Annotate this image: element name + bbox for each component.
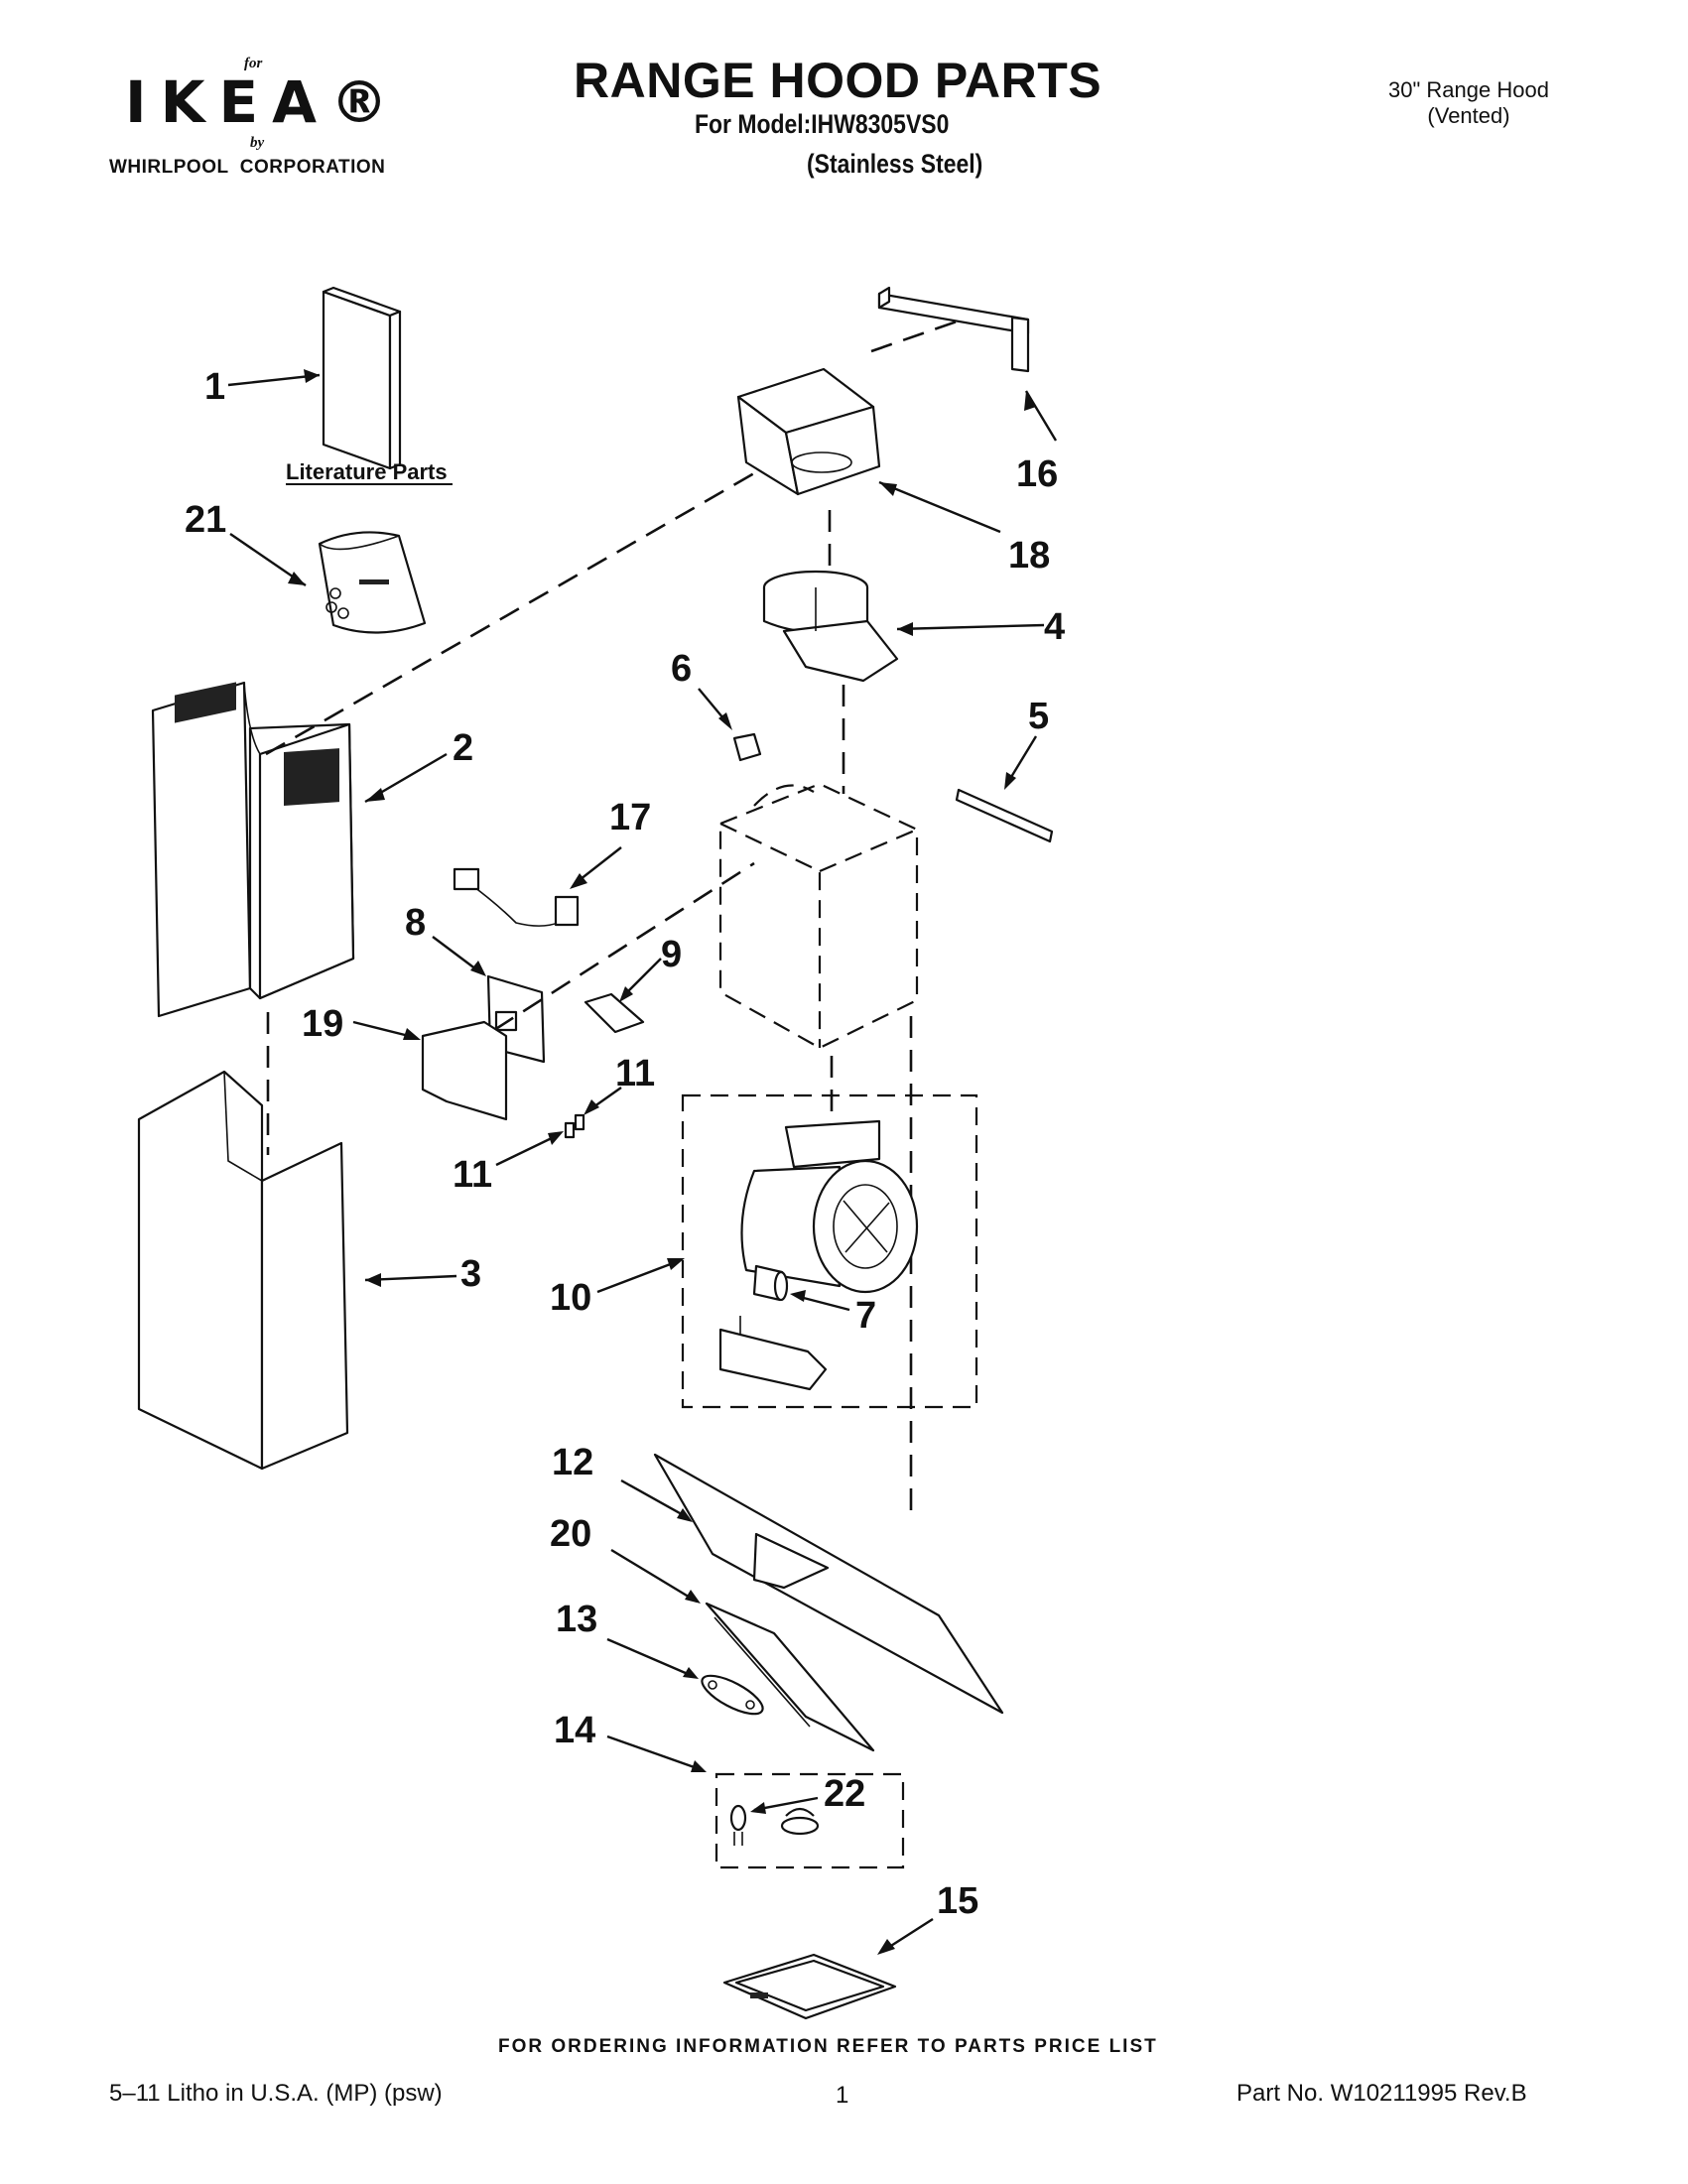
part-1-literature (322, 286, 402, 470)
whirlpool-corporation-text: WHIRLPOOL CORPORATION (109, 157, 386, 178)
callout-14: 14 (554, 1710, 595, 1751)
part-10-blower-bracket (718, 1316, 828, 1391)
leader-20 (610, 1548, 698, 1604)
part-19-control-cover (421, 1020, 508, 1121)
callout-19: 19 (302, 1003, 343, 1045)
hood-size: 30" Range Hood (1388, 77, 1549, 102)
leader-12 (620, 1478, 690, 1520)
callout-16: 16 (1016, 453, 1058, 495)
part-18-duct-transition-box (736, 367, 881, 496)
part-12-bottom-panel (653, 1453, 1004, 1715)
callout-7: 7 (855, 1295, 876, 1337)
callout-17: 17 (609, 797, 651, 838)
part-7-capacitor (752, 1264, 789, 1302)
part-3-lower-duct-cover (137, 1070, 349, 1471)
page-title: RANGE HOOD PARTS (574, 53, 1103, 108)
model-number: For Model:IHW8305VS0 (695, 109, 950, 139)
part-number: Part No. W10211995 Rev.B (1236, 2080, 1527, 2107)
literature-parts-caption: Literature Parts (286, 459, 448, 484)
leader-10 (596, 1258, 682, 1294)
part-22-lamp-socket (780, 1807, 820, 1836)
callout-9: 9 (661, 934, 682, 975)
leader-11b (495, 1133, 559, 1167)
part-5-control-strip (955, 788, 1054, 843)
page-number: 1 (836, 2082, 849, 2109)
leader-1 (227, 373, 321, 387)
leader-13 (606, 1637, 696, 1679)
finish-text: (Stainless Steel) (807, 149, 983, 179)
alignment-line-2-18 (265, 449, 795, 756)
callout-3: 3 (460, 1253, 481, 1295)
ordering-note: FOR ORDERING INFORMATION REFER TO PARTS … (498, 2036, 1158, 2057)
part-16-mounting-bracket (877, 286, 1030, 373)
part-6-switch (732, 732, 762, 762)
part-14-halogen-lamp (729, 1804, 747, 1846)
part-13-light-housing (701, 1674, 764, 1716)
part-9-relay (584, 992, 645, 1034)
callout-12: 12 (552, 1442, 593, 1483)
callout-8: 8 (405, 902, 426, 944)
callout-22: 22 (824, 1773, 865, 1815)
leader-14 (606, 1734, 704, 1772)
part-4-damper-collar (762, 570, 899, 683)
blower-assembly-box (681, 1093, 978, 1409)
hood-type: (Vented) (1427, 103, 1510, 129)
callout-4: 4 (1044, 606, 1065, 648)
part-20-lens-frame (705, 1602, 875, 1752)
callout-13: 13 (556, 1599, 597, 1640)
logo-by-text: by (250, 135, 265, 151)
callout-18: 18 (1008, 535, 1050, 577)
hood-description: 30" Range Hood (Vented) (1360, 77, 1578, 130)
hood-body-outline (718, 782, 919, 1050)
leader-4 (896, 623, 1045, 631)
callout-6: 6 (671, 648, 692, 690)
part-2-upper-duct-cover (151, 681, 355, 1018)
leader-7 (795, 1294, 850, 1312)
part-15-grease-filter (722, 1953, 897, 2020)
leader-8 (432, 936, 481, 973)
alignment-line-8-body (465, 861, 755, 1050)
lamp-assembly-box (714, 1772, 905, 1869)
part-17-wire-harness (453, 867, 580, 927)
litho-info: 5–11 Litho in U.S.A. (MP) (psw) (109, 2080, 443, 2107)
alignment-line-16 (870, 318, 964, 353)
logo-for-text: for (244, 56, 263, 71)
vent-slots (175, 682, 339, 807)
callout-2: 2 (453, 727, 473, 769)
callout-10: 10 (550, 1277, 591, 1319)
callout-21: 21 (185, 499, 226, 541)
callout-5: 5 (1028, 696, 1049, 737)
callout-1: 1 (204, 366, 225, 408)
part-21-hardware-bag (318, 531, 427, 634)
callout-20: 20 (550, 1513, 591, 1555)
part-11-screws (564, 1113, 585, 1139)
leader-5 (1006, 735, 1038, 783)
part-10-blower (740, 1119, 919, 1294)
callout-11b: 11 (453, 1154, 492, 1196)
callout-11a: 11 (615, 1053, 655, 1094)
ikea-logo: IKEA® (125, 68, 403, 136)
leader-17 (575, 846, 622, 884)
leader-9 (622, 958, 662, 997)
leader-18 (878, 480, 1001, 534)
callout-15: 15 (937, 1880, 978, 1922)
